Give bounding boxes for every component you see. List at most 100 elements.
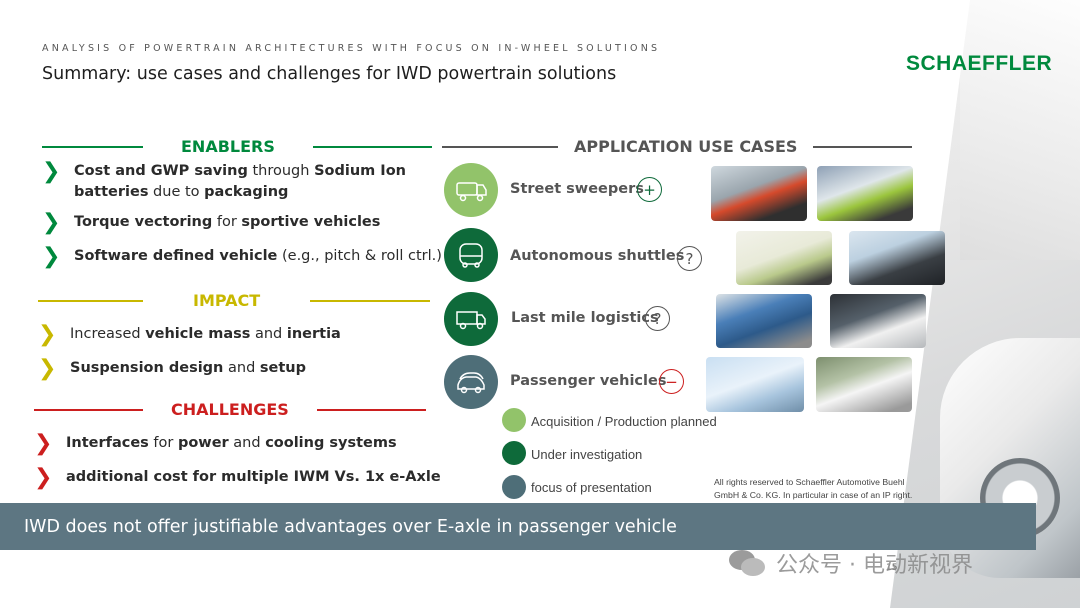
legend-dot-planned — [502, 408, 526, 432]
legend-label: Under investigation — [531, 447, 643, 462]
slide-title: Summary: use cases and challenges for IW… — [42, 64, 617, 84]
impact-item: ❯ Increased vehicle mass and inertia — [38, 322, 438, 347]
chevron-icon: ❯ — [38, 356, 57, 381]
impact-heading: IMPACT — [193, 291, 261, 310]
use-cases-header: APPLICATION USE CASES — [442, 137, 912, 156]
use-cases-heading: APPLICATION USE CASES — [574, 137, 798, 156]
impact-item: ❯ Suspension design and setup — [38, 356, 438, 381]
street-sweeper-photo — [817, 166, 913, 221]
shuttle-photo — [736, 231, 832, 285]
chevron-icon: ❯ — [34, 465, 53, 490]
use-case-label: Street sweepers — [510, 181, 644, 197]
header-line-right — [316, 408, 426, 411]
rights-notice: All rights reserved to Schaeffler Automo… — [714, 476, 912, 502]
plus-icon: + — [637, 177, 662, 202]
chat-bubbles-icon — [728, 548, 766, 578]
enabler-bold: batteries — [74, 184, 149, 200]
impact-plain: and — [223, 360, 260, 376]
background-glass-shape — [960, 0, 1080, 260]
challenge-bold: power — [177, 435, 229, 451]
impact-bold: vehicle mass — [145, 326, 251, 342]
street-sweeper-photo — [711, 166, 807, 221]
use-case-label: Passenger vehicles — [510, 373, 667, 389]
header-line-left — [42, 145, 143, 148]
chevron-icon: ❯ — [42, 210, 61, 235]
minus-icon: − — [659, 369, 684, 394]
delivery-van-icon — [444, 292, 498, 346]
legend-label: Acquisition / Production planned — [531, 414, 717, 429]
enablers-heading: ENABLERS — [181, 137, 275, 156]
enabler-bold: Torque vectoring — [74, 214, 213, 230]
street-sweeper-icon — [444, 163, 498, 217]
conclusion-banner: IWD does not offer justifiable advantage… — [0, 503, 1036, 550]
enabler-text: Software defined vehicle (e.g., pitch & … — [74, 246, 442, 267]
header-line-left — [34, 408, 143, 411]
enabler-plain: due to — [148, 184, 205, 200]
challenge-text: additional cost for multiple IWM Vs. 1x … — [66, 467, 441, 488]
legend-dot-investigation — [502, 441, 526, 465]
legend-label: focus of presentation — [531, 480, 652, 495]
page-number: 15 — [886, 563, 898, 573]
rights-line: GmbH & Co. KG. In particular in case of … — [714, 490, 913, 500]
challenges-heading: CHALLENGES — [171, 400, 289, 419]
impact-header: IMPACT — [38, 291, 430, 310]
slide-subtitle: ANALYSIS OF POWERTRAIN ARCHITECTURES WIT… — [42, 43, 661, 54]
enabler-item: ❯ Cost and GWP saving through Sodium Ion… — [42, 161, 442, 203]
enabler-item: ❯ Software defined vehicle (e.g., pitch … — [42, 244, 442, 269]
question-icon: ? — [677, 246, 702, 271]
impact-bold: Suspension design — [70, 360, 224, 376]
enabler-bold: sportive vehicles — [241, 214, 381, 230]
passenger-vehicle-photo — [706, 357, 804, 412]
enabler-bold: Software defined vehicle — [74, 248, 278, 264]
enabler-item: ❯ Torque vectoring for sportive vehicles — [42, 210, 442, 235]
enabler-plain: for — [212, 214, 242, 230]
enabler-text: Cost and GWP saving through Sodium Ion b… — [74, 161, 406, 203]
use-case-label: Last mile logistics — [511, 310, 659, 326]
chevron-icon: ❯ — [38, 322, 57, 347]
enabler-bold: packaging — [204, 184, 289, 200]
passenger-vehicle-photo — [816, 357, 912, 412]
header-line-right — [310, 299, 430, 302]
impact-plain: Increased — [70, 326, 146, 342]
challenge-bold: Interfaces — [66, 435, 149, 451]
impact-text: Increased vehicle mass and inertia — [70, 324, 341, 345]
shuttle-photo — [849, 231, 945, 285]
rights-line: All rights reserved to Schaeffler Automo… — [714, 477, 905, 487]
challenges-header: CHALLENGES — [34, 400, 426, 419]
impact-text: Suspension design and setup — [70, 358, 306, 379]
challenge-item: ❯ Interfaces for power and cooling syste… — [34, 431, 454, 456]
logistics-photo — [830, 294, 926, 348]
use-case-label: Autonomous shuttles — [510, 248, 685, 264]
watermark-text: 公众号 · 电动新视界 — [776, 553, 973, 578]
enabler-bold: Cost and GWP saving — [74, 163, 248, 179]
legend-dot-focus — [502, 475, 526, 499]
header-line-left — [442, 145, 558, 148]
enabler-plain: (e.g., pitch & roll ctrl.) — [277, 248, 442, 264]
impact-bold: inertia — [286, 326, 341, 342]
header-line-left — [38, 299, 143, 302]
question-icon: ? — [645, 306, 670, 331]
challenge-bold: additional cost for multiple IWM Vs. 1x … — [66, 469, 441, 485]
challenge-bold: cooling systems — [265, 435, 397, 451]
logistics-photo — [716, 294, 812, 348]
schaeffler-logo: SCHAEFFLER — [906, 52, 1053, 75]
challenge-plain: for — [148, 435, 178, 451]
watermark: 公众号 · 电动新视界 — [728, 547, 973, 579]
impact-plain: and — [250, 326, 287, 342]
challenge-text: Interfaces for power and cooling systems — [66, 433, 397, 454]
header-line-right — [312, 145, 432, 148]
header-line-right — [813, 145, 912, 148]
shuttle-icon — [444, 228, 498, 282]
passenger-car-icon — [444, 355, 498, 409]
chevron-icon: ❯ — [34, 431, 53, 456]
chevron-icon: ❯ — [42, 244, 61, 269]
challenge-item: ❯ additional cost for multiple IWM Vs. 1… — [34, 465, 454, 490]
chevron-icon: ❯ — [42, 159, 61, 184]
enabler-bold: Sodium Ion — [314, 163, 406, 179]
enabler-plain: through — [247, 163, 315, 179]
enablers-header: ENABLERS — [42, 137, 432, 156]
enabler-text: Torque vectoring for sportive vehicles — [74, 212, 380, 233]
conclusion-text: IWD does not offer justifiable advantage… — [24, 516, 677, 537]
challenge-plain: and — [228, 435, 266, 451]
